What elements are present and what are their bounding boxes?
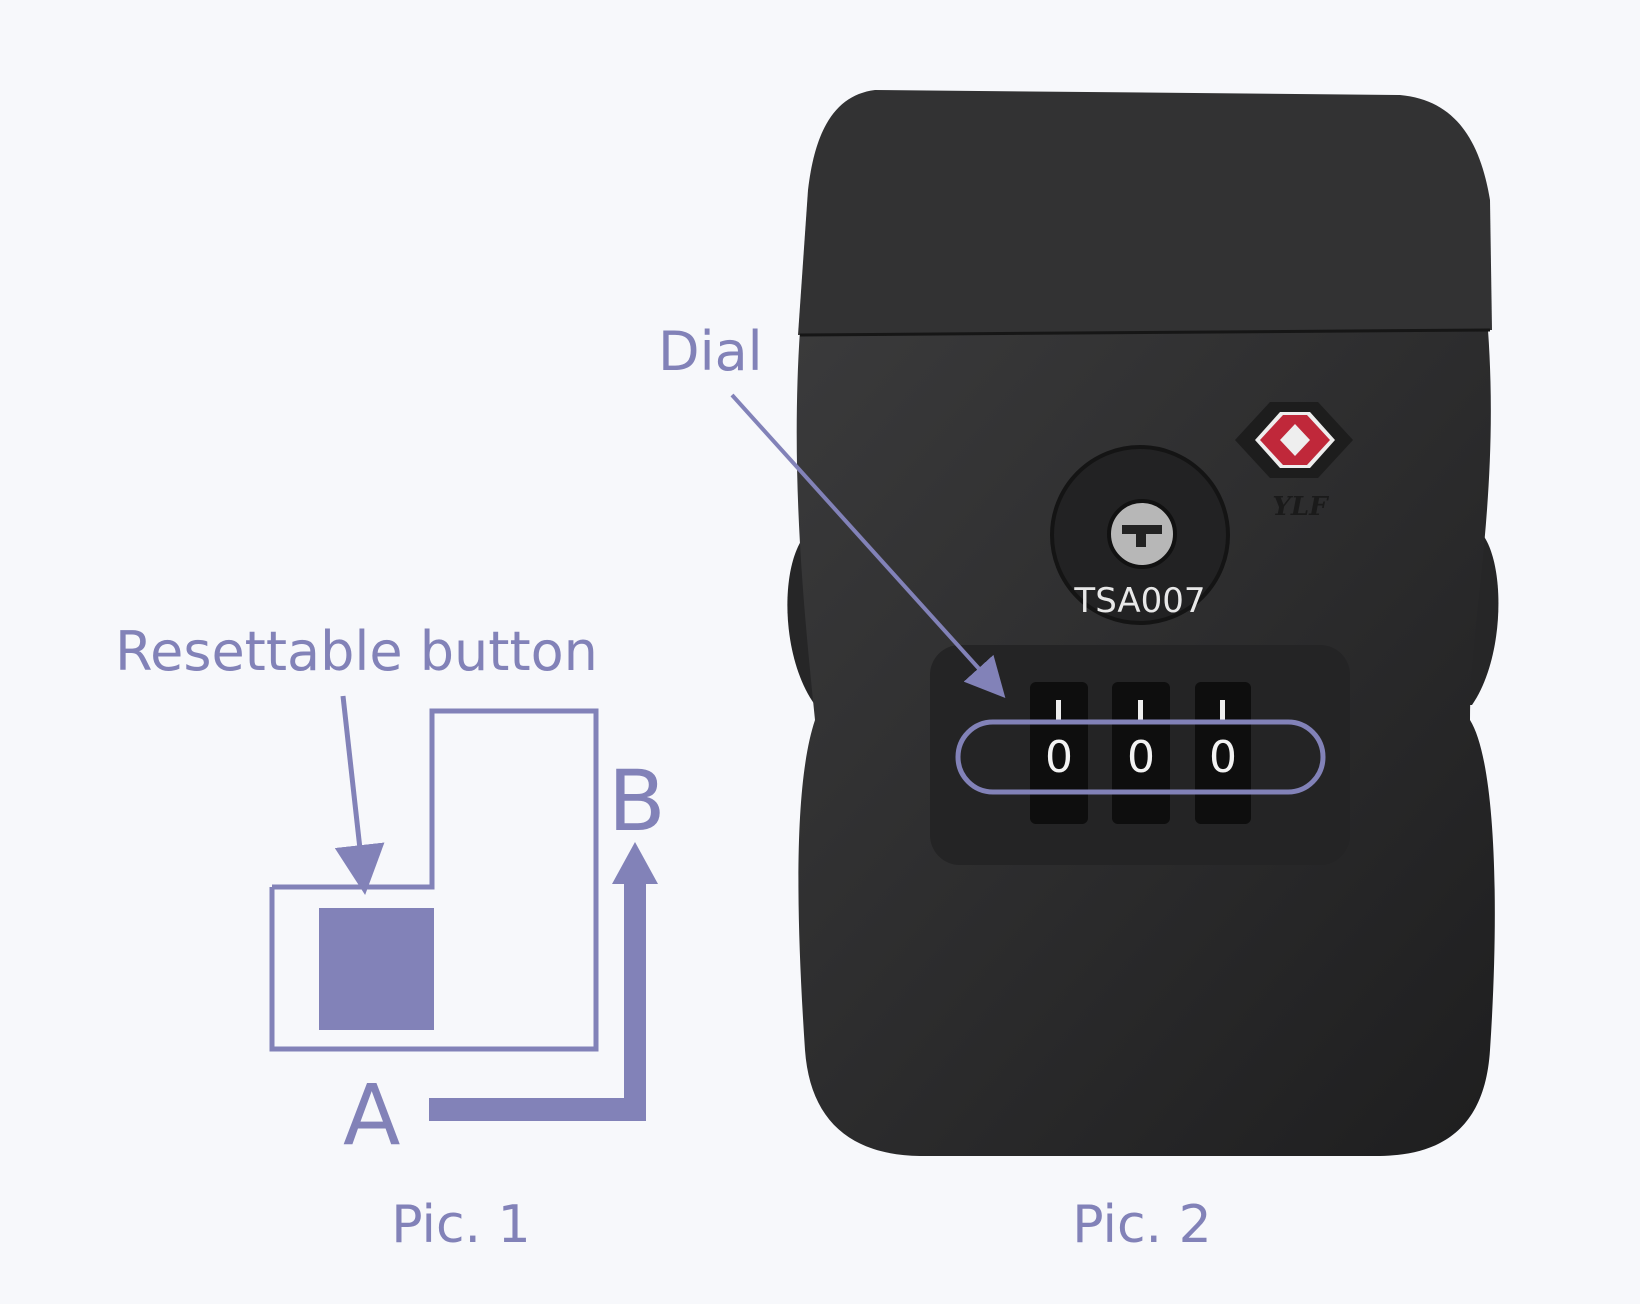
combination-dials: 0 0 0 [1030, 682, 1251, 824]
resettable-button-square [319, 908, 434, 1030]
pic1-diagram: Resettable button B A Pic. 1 [115, 620, 666, 1255]
arrow-horizontal-bar [429, 1098, 646, 1121]
pic2-caption: Pic. 2 [1072, 1195, 1211, 1255]
resettable-button-label: Resettable button [115, 620, 598, 683]
pic1-caption: Pic. 1 [391, 1195, 530, 1255]
arrow-vertical-bar [624, 878, 646, 1121]
dial-highlight [955, 719, 1326, 795]
lock-top-cap [798, 90, 1492, 335]
keyhole-text: TSA007 [1073, 581, 1205, 621]
tsa-logo: YLF [1235, 402, 1353, 522]
dial-wheel[interactable] [1195, 682, 1251, 824]
dial-digit: 0 [1127, 732, 1155, 783]
dial-digit: 0 [1045, 732, 1073, 783]
cap-seam [799, 328, 1491, 337]
dial-arrow [730, 393, 1006, 698]
dial-wheel[interactable] [1112, 682, 1170, 824]
corner-b-label: B [608, 752, 666, 850]
keyhole-slot-stem [1136, 525, 1146, 547]
resettable-button-arrow [334, 695, 385, 895]
corner-a-label: A [343, 1066, 400, 1164]
dial-digit: 0 [1209, 732, 1237, 783]
dial-label: Dial [658, 320, 763, 383]
dial-wheel[interactable] [1030, 682, 1088, 824]
lock-outline [269, 708, 599, 1052]
pic2-lock-illustration: TSA007 YLF 0 0 0 Dial Pic. 2 [658, 90, 1499, 1255]
arrow-up-head [612, 842, 658, 884]
brand-text: YLF [1272, 492, 1329, 522]
